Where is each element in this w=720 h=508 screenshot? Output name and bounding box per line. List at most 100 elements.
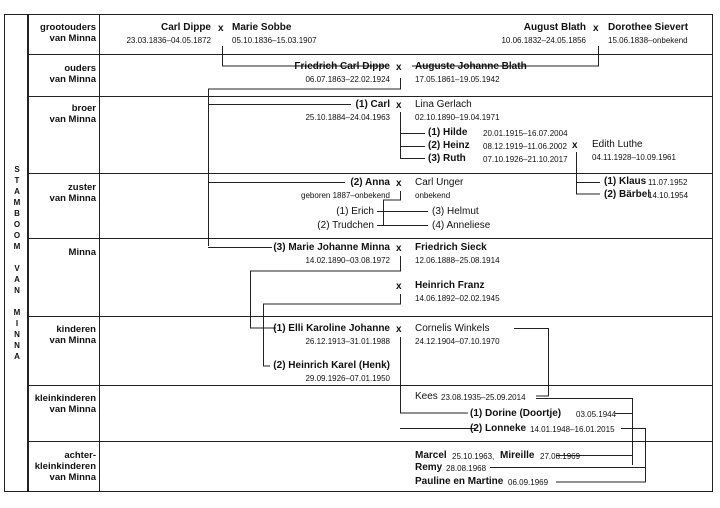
person-dates: 23.03.1836–04.05.1872 bbox=[126, 36, 211, 45]
side-title-letter: A bbox=[14, 275, 20, 284]
connector-kees-dorine-children bbox=[536, 398, 633, 465]
person-name: (2) Trudchen bbox=[317, 220, 374, 231]
person-name: Friedrich Sieck bbox=[415, 242, 487, 253]
marriage-symbol: x bbox=[396, 178, 402, 189]
side-title-letter: A bbox=[14, 352, 20, 361]
table-border bbox=[28, 14, 713, 492]
connector-dippe bbox=[222, 46, 388, 67]
marriage-symbol: x bbox=[593, 23, 599, 34]
person-name: Mireille bbox=[500, 450, 535, 461]
connector-lonneke-children bbox=[556, 428, 646, 483]
person-dates: onbekend bbox=[415, 191, 451, 200]
side-title-letter: O bbox=[13, 220, 21, 229]
row-label-zuster: zuster van Minna bbox=[30, 182, 96, 204]
side-title-letter: T bbox=[14, 176, 20, 185]
person-dates: 10.06.1832–24.05.1856 bbox=[501, 36, 586, 45]
connector-cornelis-kees bbox=[514, 328, 549, 397]
person-dates: 08.12.1919–11.06.2002 bbox=[483, 142, 567, 151]
row-label-text: Minna bbox=[68, 247, 96, 258]
person-dates: 14.01.1948–16.01.2015 bbox=[530, 425, 615, 434]
person-name: (2) Heinz bbox=[428, 140, 470, 151]
marriage-symbol: x bbox=[218, 23, 224, 34]
person-dates: 14.02.1890–03.08.1972 bbox=[305, 256, 390, 265]
person-dates: 20.01.1915–16.07.2004 bbox=[483, 129, 568, 138]
person-dates: 06.09.1969 bbox=[508, 478, 549, 487]
person-name: (3) Helmut bbox=[432, 206, 479, 217]
person-name: (2) Anna bbox=[350, 177, 390, 188]
row-label-minna: Minna bbox=[30, 247, 96, 258]
person-dates: 25.10.1963, bbox=[452, 452, 495, 461]
row-label-kinderen: kinderen van Minna bbox=[30, 324, 96, 346]
row-label-ouders: ouders van Minna bbox=[30, 63, 96, 85]
row-label-text: broer van Minna bbox=[49, 103, 96, 125]
person-name: Heinrich Franz bbox=[415, 280, 485, 291]
side-title-letter: O bbox=[13, 231, 21, 240]
row-label-grootouders: grootouders van Minna bbox=[30, 22, 96, 44]
side-title-letter: A bbox=[14, 187, 20, 196]
person-name: (1) Hilde bbox=[428, 127, 468, 138]
side-title-letter: M bbox=[13, 198, 21, 207]
person-dates: 17.05.1861–19.05.1942 bbox=[415, 75, 500, 84]
side-title-letter: B bbox=[14, 209, 20, 218]
person-name: Pauline en Martine bbox=[415, 476, 504, 487]
person-name: (2) Heinrich Karel (Henk) bbox=[273, 360, 390, 371]
person-name: Remy bbox=[415, 462, 443, 473]
row-label-broer: broer van Minna bbox=[30, 103, 96, 125]
person-dates: 12.06.1888–25.08.1914 bbox=[415, 256, 500, 265]
person-dates: 07.10.1926–21.10.2017 bbox=[483, 155, 568, 164]
connector-anna-children bbox=[383, 191, 401, 226]
person-name: (2) Bärbel bbox=[604, 189, 651, 200]
person-name: Kees bbox=[415, 391, 438, 402]
person-name: Edith Luthe bbox=[592, 139, 643, 150]
person-dates: 14.10.1954 bbox=[648, 191, 689, 200]
person-name: Auguste Johanne Blath bbox=[415, 61, 527, 72]
row-label-achterkleinkinderen: achter- kleinkinderen van Minna bbox=[30, 450, 96, 483]
row-label-text: zuster van Minna bbox=[49, 182, 96, 204]
connector-blath bbox=[412, 46, 599, 67]
side-title-letter: N bbox=[14, 341, 20, 350]
person-dates: 03.05.1944 bbox=[576, 410, 617, 419]
person-name: Marie Sobbe bbox=[232, 22, 292, 33]
row-label-text: kleinkinderen van Minna bbox=[34, 393, 96, 415]
person-dates: 23.08.1935–25.09.2014 bbox=[441, 393, 526, 402]
person-dates: 29.09.1926–07.01.1950 bbox=[305, 374, 390, 383]
person-dates: 25.10.1884–24.04.1963 bbox=[305, 113, 390, 122]
person-name: (1) Dorine (Doortje) bbox=[470, 408, 562, 419]
person-name: (3) Marie Johanne Minna bbox=[273, 242, 390, 253]
person-name: (3) Ruth bbox=[428, 153, 466, 164]
person-dates: 26.12.1913–31.01.1988 bbox=[305, 337, 390, 346]
side-title: S T A M B O O M V A N M I N N A bbox=[4, 14, 28, 492]
person-name: (1) Erich bbox=[336, 206, 374, 217]
person-name: Lina Gerlach bbox=[415, 99, 472, 110]
connector-parents-children bbox=[208, 78, 401, 246]
person-dates: 15.06.1838–onbekend bbox=[608, 36, 688, 45]
side-title-letter: N bbox=[14, 286, 20, 295]
person-dates: 11.07.1952 bbox=[648, 178, 688, 187]
marriage-symbol: x bbox=[572, 140, 578, 151]
row-label-text: achter- kleinkinderen van Minna bbox=[34, 450, 96, 483]
person-name: (1) Carl bbox=[355, 99, 390, 110]
connector-minna-henk bbox=[263, 294, 401, 367]
connector-heinz-children bbox=[576, 152, 600, 195]
marriage-symbol: x bbox=[396, 62, 402, 73]
side-title-letter: N bbox=[14, 330, 20, 339]
marriage-symbol: x bbox=[396, 100, 402, 111]
side-title-letter: M bbox=[13, 242, 21, 251]
person-name: Dorothee Sievert bbox=[608, 22, 689, 33]
person-dates: 05.10.1836–15.03.1907 bbox=[232, 36, 317, 45]
person-name: Friedrich Carl Dippe bbox=[294, 61, 390, 72]
marriage-symbol: x bbox=[396, 243, 402, 254]
person-name: Cornelis Winkels bbox=[415, 323, 490, 334]
person-name: (1) Klaus bbox=[604, 176, 647, 187]
person-dates: 14.06.1892–02.02.1945 bbox=[415, 294, 500, 303]
person-name: August Blath bbox=[523, 22, 586, 33]
person-name: Marcel bbox=[415, 450, 447, 461]
connector-minna-elli bbox=[250, 256, 401, 329]
person-dates: 04.11.1928–10.09.1961 bbox=[592, 153, 676, 162]
side-title-letter: M bbox=[13, 308, 21, 317]
side-title-letter: V bbox=[14, 264, 20, 273]
row-label-kleinkinderen: kleinkinderen van Minna bbox=[30, 393, 96, 415]
person-name: (1) Elli Karoline Johanne bbox=[273, 323, 390, 334]
